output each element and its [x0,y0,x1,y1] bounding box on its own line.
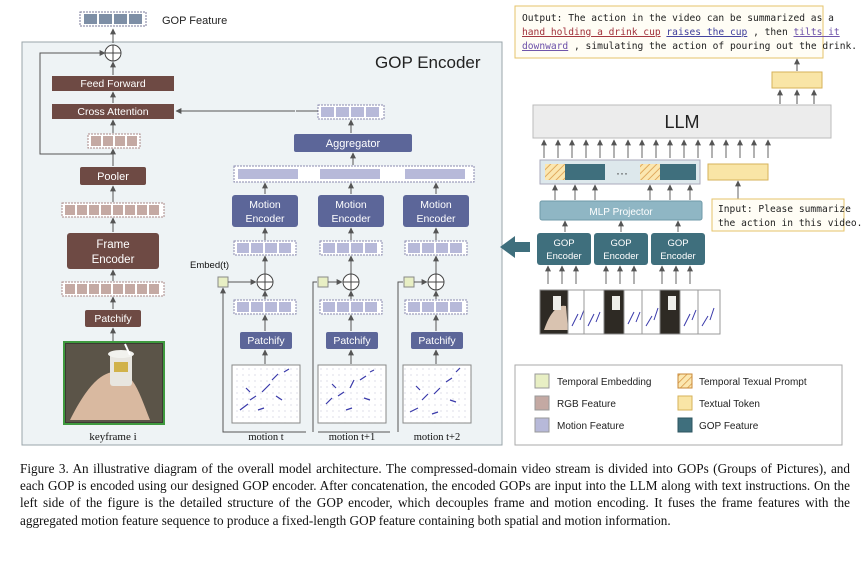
output-phrase-downward: downward [522,41,568,52]
motion-encoder-block-t [232,195,298,227]
cross-attention-block [52,104,174,119]
legend-label-gop-feature: GOP Feature [699,421,759,432]
concatenated-motion-tokens [233,165,475,183]
output-text-line3: downward , simulating the action of pour… [522,41,857,52]
llm-block [532,104,832,139]
legend-swatch-temporal-embedding [534,373,550,389]
embed-t-label: Embed(t) [190,260,229,271]
motion-encoder-label-t1-line2: Encoder [331,213,371,225]
token-ellipsis: ··· [616,166,628,180]
output-suffix: , simulating the action of pouring out t… [574,41,857,52]
patch-tokens [61,281,165,297]
motion-encoder-label-t-line2: Encoder [245,213,285,225]
motion-label-t: motion t [248,432,283,443]
legend-swatch-rgb-feature [534,395,550,411]
motion-encoder-label-t1-line1: Motion [335,199,367,211]
motion-column-t2: Motion Encoder Patchify motion t+2 [397,182,472,443]
frame-encoder-block [67,233,159,269]
motion-vector-map-t2 [402,364,472,424]
gop-encoder-block-2: GOP Encoder [594,233,648,265]
output-phrase-tilts: tilts it [794,27,840,38]
output-text-line2: hand holding a drink cup raises the cup … [522,27,840,38]
gop-encoder-label-1-line1: GOP [553,238,574,249]
patchify-block-motion-t [240,332,292,349]
gop-feature-label: GOP Feature [162,15,227,27]
keyframe-label: keyframe i [89,431,136,443]
legend-label-temporal-textual-prompt: Temporal Texual Prompt [699,377,807,388]
legend-label-motion-feature: Motion Feature [557,421,625,432]
patchify-block-rgb [85,310,141,327]
input-text-line1: Input: Please summarize [718,204,851,215]
motion-label-t2: motion t+2 [414,432,460,443]
patchify-label-rgb: Patchify [94,313,132,325]
patchify-label-motion-t2: Patchify [418,335,456,347]
motion-label-t1: motion t+1 [329,432,375,443]
aggregator-block [294,134,412,152]
legend: Temporal Embedding Temporal Texual Promp… [514,364,843,446]
patchify-block-motion-t1 [326,332,378,349]
llm-input-arrows [541,139,771,158]
input-text-line2: the action in this video. [718,218,862,229]
pooled-rgb-tokens [87,133,141,149]
legend-swatch-gop-feature [677,417,693,433]
motion-encoder-label-t2-line2: Encoder [416,213,456,225]
gop-encoder-label-2-line1: GOP [610,238,631,249]
legend-swatch-motion-feature [534,417,550,433]
frame-encoder-output-tokens [61,202,165,218]
pooler-label: Pooler [97,171,129,183]
gop-encoder-label-2-line2: Encoder [603,251,638,262]
legend-label-rgb-feature: RGB Feature [557,399,616,410]
cross-attention-label: Cross Attention [77,106,148,118]
aggregator-label: Aggregator [326,138,381,150]
frame-encoder-label-line2: Encoder [92,254,135,266]
motion-encoder-block-t2 [403,195,469,227]
expand-arrow-icon [500,236,530,258]
output-phrase-raises: raises the cup [666,27,747,38]
motion-encoder-label-t-line1: Motion [249,199,281,211]
temporal-embedding-token-t2 [403,276,415,288]
legend-swatch-textual-token [677,395,693,411]
gop-encoder-label-3-line1: GOP [667,238,688,249]
output-then: , then [753,27,788,38]
temporal-embedding-token-t1 [317,276,329,288]
patchify-block-motion-t2 [411,332,463,349]
legend-swatch-temporal-textual-prompt [677,373,693,389]
keyframe-image [63,341,165,425]
llm-label: LLM [664,112,699,132]
llm-input-token-sequence: ··· [539,159,769,185]
output-text-box: Output: The action in the video can be s… [514,5,857,59]
legend-label-textual-token: Textual Token [699,399,760,410]
patchify-label-motion-t: Patchify [247,335,285,347]
pooler-block [80,167,146,185]
motion-column-t: Motion Encoder Patchify motion t [217,182,301,443]
input-text-box: Input: Please summarize the action in th… [711,198,862,232]
motion-encoder-label-t2-line1: Motion [420,199,452,211]
motion-column-t1: Motion Encoder Patchify motion t+1 [312,182,387,443]
gop-encoder-label-1-line2: Encoder [546,251,581,262]
video-frames-stack [539,289,721,335]
gop-feature-output-tokens [79,11,147,27]
output-text-line1: Output: The action in the video can be s… [522,13,834,24]
gop-encoder-title: GOP Encoder [375,53,481,72]
motion-vector-map-t1 [317,364,387,424]
aggregator-output-tokens [317,104,385,120]
motion-encoder-block-t1 [318,195,384,227]
temporal-embedding-token-t [217,276,229,288]
architecture-diagram: GOP Encoder GOP Feature Feed Forward Cro… [21,5,862,446]
frame-encoder-label-line1: Frame [96,239,129,251]
gop-encoder-block-1: GOP Encoder [537,233,591,265]
feed-forward-block [52,76,174,91]
output-phrase-hand: hand holding a drink cup [522,27,661,38]
legend-label-temporal-embedding: Temporal Embedding [557,377,652,388]
mlp-projector-label: MLP Projector [589,207,653,218]
figure-caption: Figure 3. An illustrative diagram of the… [20,461,850,528]
gop-encoder-label-3-line2: Encoder [660,251,695,262]
motion-vector-map-t [231,364,301,424]
gop-encoder-block-3: GOP Encoder [651,233,705,265]
patchify-label-motion-t1: Patchify [333,335,371,347]
output-text-tokens [771,71,823,89]
feed-forward-label: Feed Forward [80,78,146,90]
mlp-projector-block [539,200,703,221]
